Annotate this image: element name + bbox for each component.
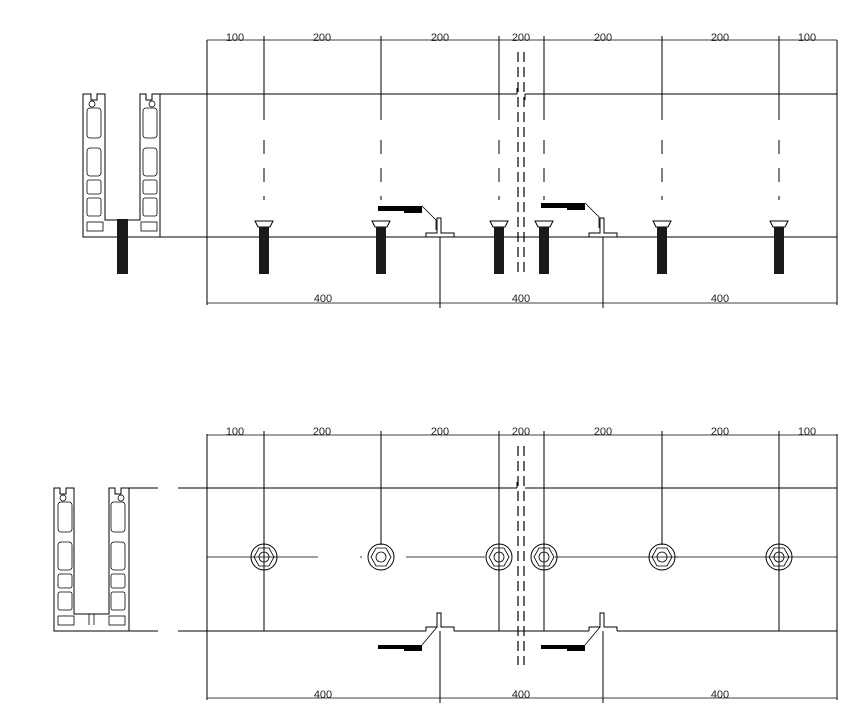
bolt-head bbox=[530, 543, 558, 571]
plan-top-dim-6: 200 bbox=[711, 426, 729, 438]
bolt bbox=[652, 220, 672, 274]
bolt-heads-plan bbox=[250, 543, 793, 571]
plan-bottom-dim-3: 400 bbox=[711, 689, 729, 701]
top-dimension-ticks bbox=[263, 36, 780, 120]
wedge-marker bbox=[541, 612, 618, 651]
plan-dimension-ticks bbox=[263, 431, 780, 631]
bolt-head bbox=[250, 543, 278, 571]
plan-bottom-dim-2: 400 bbox=[512, 689, 530, 701]
plan-top-dim-5: 200 bbox=[594, 426, 612, 438]
bolt bbox=[371, 220, 391, 274]
top-dim-3: 200 bbox=[431, 32, 449, 44]
bolts-top bbox=[254, 220, 789, 274]
top-dim-1: 100 bbox=[226, 32, 244, 44]
plan-bottom-dim-1: 400 bbox=[314, 689, 332, 701]
bolt-head bbox=[765, 543, 793, 571]
bolt bbox=[769, 220, 789, 274]
wedge-marker bbox=[541, 202, 618, 237]
bolt-head bbox=[648, 543, 676, 571]
profile-section-bottom bbox=[53, 487, 130, 632]
top-dim-6: 200 bbox=[711, 32, 729, 44]
top-view: 100 200 200 200 200 200 100 bbox=[82, 32, 838, 308]
bolt-head bbox=[485, 543, 513, 571]
plan-top-dim-4: 200 bbox=[512, 426, 530, 438]
plan-top-dim-1: 100 bbox=[226, 426, 244, 438]
plan-top-dim-7: 100 bbox=[798, 426, 816, 438]
bolt bbox=[254, 220, 274, 274]
profile-section-top bbox=[82, 93, 161, 274]
bottom-dim-2: 400 bbox=[512, 293, 530, 305]
bolt bbox=[117, 219, 128, 274]
wedge-marker bbox=[378, 612, 455, 651]
top-dim-7: 100 bbox=[798, 32, 816, 44]
wedge-marker bbox=[378, 205, 455, 237]
top-dim-2: 200 bbox=[313, 32, 331, 44]
top-dim-4: 200 bbox=[512, 32, 530, 44]
bolt-head bbox=[367, 543, 395, 571]
bottom-dim-1: 400 bbox=[314, 293, 332, 305]
plan-top-dim-2: 200 bbox=[313, 426, 331, 438]
bottom-view: 100 200 200 200 200 200 100 bbox=[53, 426, 838, 703]
bolt bbox=[489, 220, 509, 274]
top-dim-5: 200 bbox=[594, 32, 612, 44]
plan-top-dim-3: 200 bbox=[431, 426, 449, 438]
bottom-dim-3: 400 bbox=[711, 293, 729, 305]
bolt bbox=[534, 220, 554, 274]
